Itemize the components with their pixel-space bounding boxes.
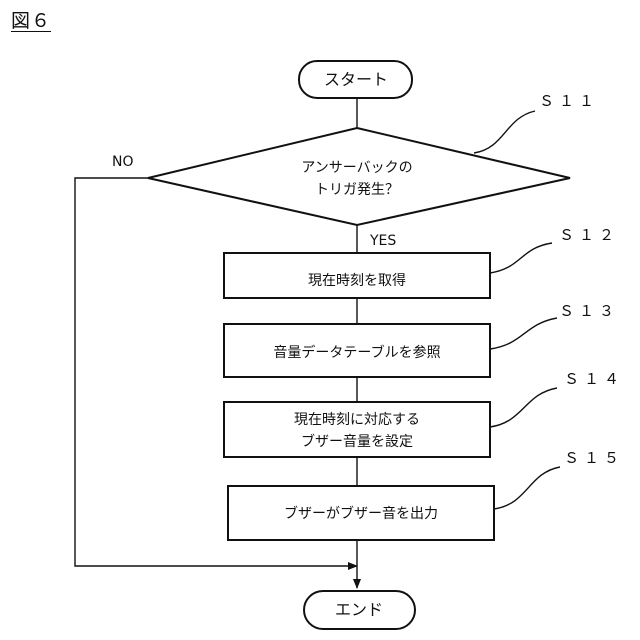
decision-label-line1: アンサーバックの [301,160,412,176]
leader-s14 [490,388,557,427]
step-label-s15: Ｓ１５ [564,449,624,467]
step-label-s11: Ｓ１１ [539,92,599,110]
process-label-s13: 音量データテーブルを参照 [273,344,440,361]
process-label-s15: ブザーがブザー音を出力 [284,505,438,522]
step-label-s14: Ｓ１４ [564,370,624,388]
process-label-s12: 現在時刻を取得 [308,272,406,289]
process-label-s14-line1: 現在時刻に対応する [294,412,420,428]
leader-s12 [490,243,552,273]
leader-s13 [490,318,557,349]
no-label: NO [112,154,134,170]
start-label: スタート [324,70,388,89]
decision-label-line2: トリガ発生？ [315,182,399,198]
leader-s15 [494,467,560,509]
process-label-s14-line2: ブザー音量を設定 [301,433,413,450]
yes-label: YES [369,233,396,249]
step-label-s12: Ｓ１２ [559,226,619,244]
decision-diamond [148,128,570,225]
end-label: エンド [335,600,383,619]
step-label-s13: Ｓ１３ [559,302,619,320]
leader-s11 [474,111,535,153]
